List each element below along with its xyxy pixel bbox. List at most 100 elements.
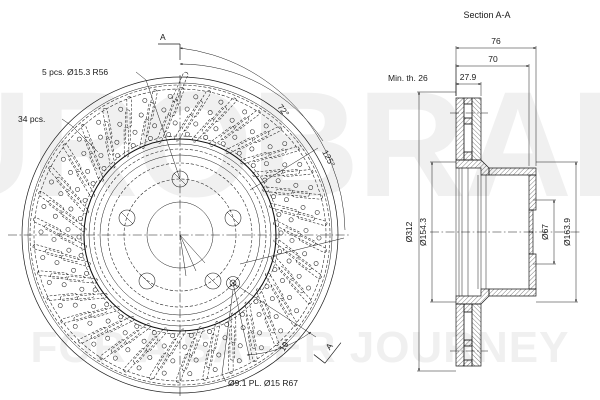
drilled-hole	[212, 367, 218, 372]
slot-group	[33, 217, 87, 250]
cooling-slot	[275, 189, 310, 197]
bolt-hole	[118, 209, 136, 227]
slot-pattern	[29, 84, 331, 386]
cooling-slot	[296, 258, 322, 279]
cooling-slot	[105, 138, 116, 169]
slot-group	[138, 89, 158, 149]
drilled-hole	[237, 343, 243, 349]
cooling-slot	[110, 330, 140, 354]
cooling-slot	[32, 244, 63, 257]
drilled-hole	[46, 280, 52, 285]
drilled-hole	[92, 287, 98, 293]
hat-flange-lower	[528, 253, 537, 290]
drilled-hole	[41, 204, 47, 209]
outer-plate-lower-right	[471, 303, 482, 367]
slot-ring-boundary	[33, 88, 327, 382]
slot-group	[225, 123, 282, 156]
cooling-slot	[126, 96, 132, 127]
label-drilled-holes: Ø9.1 PL. Ø15 R67	[221, 289, 298, 388]
drilled-hole	[96, 119, 102, 125]
cooling-slot	[256, 287, 271, 317]
drilled-hole	[220, 141, 226, 147]
slot-group	[175, 326, 204, 383]
drilled-hole	[294, 308, 299, 314]
drilled-hole	[284, 197, 289, 203]
vent-cavity-3	[463, 345, 473, 361]
slot-group	[270, 255, 312, 304]
slot-group	[222, 312, 243, 374]
slot-group	[32, 244, 91, 268]
cooling-slot	[125, 323, 151, 344]
cooling-slot	[76, 170, 95, 198]
cooling-slot	[157, 339, 178, 370]
drilled-hole	[68, 206, 74, 212]
drilled-hole	[142, 98, 148, 103]
cooling-slot	[90, 305, 121, 319]
cooling-slot	[174, 114, 193, 142]
cooling-slot	[167, 328, 186, 356]
drilled-hole	[170, 358, 176, 364]
drilled-hole	[308, 185, 314, 190]
cooling-slot	[145, 327, 169, 352]
cooling-slot	[244, 301, 255, 332]
bolt-circle	[123, 178, 237, 292]
cooling-slot	[269, 202, 299, 215]
disc-friction-outer	[27, 82, 333, 388]
cooling-slot	[253, 148, 287, 162]
drilled-hole	[288, 217, 294, 223]
outer-plate-upper-right	[471, 97, 482, 161]
cooling-slot	[48, 166, 71, 190]
drilled-hole	[218, 99, 224, 105]
cooling-slot	[62, 143, 82, 171]
cooling-slot	[149, 353, 168, 380]
cooling-slot	[38, 191, 64, 212]
drilled-hole	[273, 314, 279, 319]
cooling-slot	[73, 308, 107, 322]
drilled-hole	[193, 94, 199, 100]
vent-cavity-1	[463, 103, 473, 119]
section-marker-top: A	[160, 32, 166, 42]
cooling-slot	[99, 339, 125, 361]
slot-group	[61, 143, 96, 198]
drilled-hole	[138, 112, 144, 118]
bolt-hole	[224, 209, 242, 227]
cooling-slot	[235, 109, 261, 131]
cooling-slot	[273, 220, 301, 237]
label-bolt-holes: 5 pcs. Ø15.3 R56	[42, 67, 181, 180]
drilled-hole	[101, 166, 107, 171]
cooling-slot	[252, 169, 283, 177]
cooling-slot	[182, 100, 203, 131]
drilled-hole	[240, 325, 246, 331]
section-title: Section A-A	[463, 10, 510, 20]
cooling-slot	[283, 247, 313, 270]
slot-group	[239, 141, 300, 168]
slot-ring-boundary	[29, 84, 331, 386]
drilled-hole	[278, 230, 284, 236]
drilled-hole	[77, 216, 83, 221]
drilled-hole	[118, 314, 124, 320]
cooling-slot	[80, 123, 96, 153]
drilled-hole	[249, 129, 255, 135]
hat-bore-lip-lower	[528, 231, 534, 255]
drilled-hole	[297, 162, 303, 167]
drilled-hole	[249, 146, 255, 152]
slot-group	[37, 267, 98, 288]
cooling-vane-block-2	[463, 117, 473, 125]
drilled-hole	[125, 347, 131, 353]
cooling-slot	[220, 116, 250, 140]
dimension-dia-163-9: Ø163.9	[536, 161, 578, 303]
cooling-slot	[47, 200, 77, 223]
cooling-slot	[78, 327, 107, 344]
cooling-slot	[90, 320, 123, 340]
drilled-hole	[132, 129, 138, 135]
cooling-vane-block-1	[463, 97, 473, 105]
drilled-hole	[90, 181, 96, 186]
dimension-dia-312: Ø312	[404, 91, 456, 372]
cooling-vane-block-4	[463, 359, 473, 367]
slot-group	[262, 182, 323, 203]
drilled-hole	[167, 93, 173, 99]
drilled-hole	[81, 151, 87, 156]
dimension-dia-312-text: Ø312	[404, 221, 414, 242]
cooling-slot	[273, 238, 300, 259]
